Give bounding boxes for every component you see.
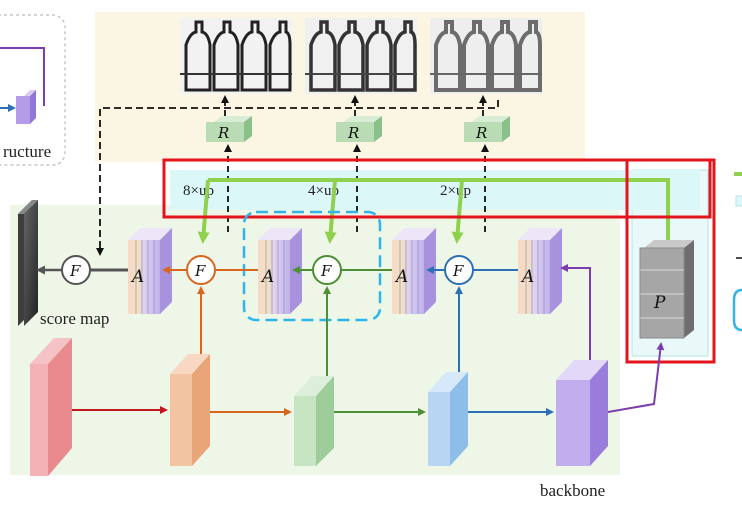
svg-text:F: F <box>69 262 81 280</box>
svg-text:A: A <box>394 267 408 287</box>
svg-text:A: A <box>260 267 274 287</box>
upsample-path-main <box>208 178 670 248</box>
edge-map-thumbnail-3 <box>430 18 542 94</box>
fusion-node-1: F <box>61 255 91 285</box>
backbone-stage-5 <box>556 360 608 466</box>
refine-block-3: R <box>464 116 510 142</box>
edge-map-thumbnail-2 <box>305 18 417 94</box>
svg-text:P: P <box>653 293 666 313</box>
svg-text:R: R <box>475 124 487 142</box>
refine-block-2: R <box>336 116 382 142</box>
attention-block-1: A <box>128 228 172 314</box>
upsample-4x-label: 4×up <box>308 183 339 199</box>
edge-map-thumbnail-1 <box>180 18 292 94</box>
fusion-node-3: F <box>312 255 342 285</box>
upsample-drop-8x <box>197 179 210 244</box>
fusion-node-4: F <box>444 255 474 285</box>
dashed-loop-to-first-fusion <box>96 100 499 256</box>
backbone-stage-2 <box>170 354 210 466</box>
svg-text:F: F <box>320 262 332 280</box>
upsample-2x-label: 2×up <box>440 183 471 199</box>
upsample-drop-2x <box>451 179 464 244</box>
legend-cyan-fragment-2 <box>732 288 742 332</box>
attention-block-4: A <box>518 228 562 314</box>
legend-structure-label: ructure <box>3 142 51 161</box>
fusion-node-2: F <box>186 255 216 285</box>
upsample-highlight-box <box>162 158 712 219</box>
score-map-block <box>18 200 38 326</box>
svg-text:R: R <box>347 124 359 142</box>
backbone-stage-3 <box>294 376 334 466</box>
svg-text:A: A <box>520 267 534 287</box>
upsample-band <box>170 170 700 210</box>
legend-purple-block <box>16 90 36 124</box>
svg-text:F: F <box>194 262 206 280</box>
arrow-backbone5-to-attention4 <box>560 264 591 378</box>
svg-text:R: R <box>217 124 229 142</box>
pyramid-highlight-box <box>625 158 716 364</box>
legend-cyan-fragment-1 <box>735 195 742 207</box>
refine-block-1: R <box>206 116 252 142</box>
upsample-drop-4x <box>324 179 337 244</box>
backbone-stage-4 <box>428 372 468 466</box>
fusion-detail-dashed-box <box>242 210 382 322</box>
svg-text:A: A <box>130 267 144 287</box>
backbone-stage-1 <box>30 338 72 476</box>
svg-text:F: F <box>452 262 464 280</box>
legend-connector-line <box>0 47 45 106</box>
backbone-label: backbone <box>540 481 605 500</box>
pyramid-module-block: P <box>639 240 694 339</box>
score-map-label: score map <box>40 309 109 328</box>
arrow-stage5-to-pyramid <box>607 342 665 413</box>
attention-block-2: A <box>258 228 302 314</box>
